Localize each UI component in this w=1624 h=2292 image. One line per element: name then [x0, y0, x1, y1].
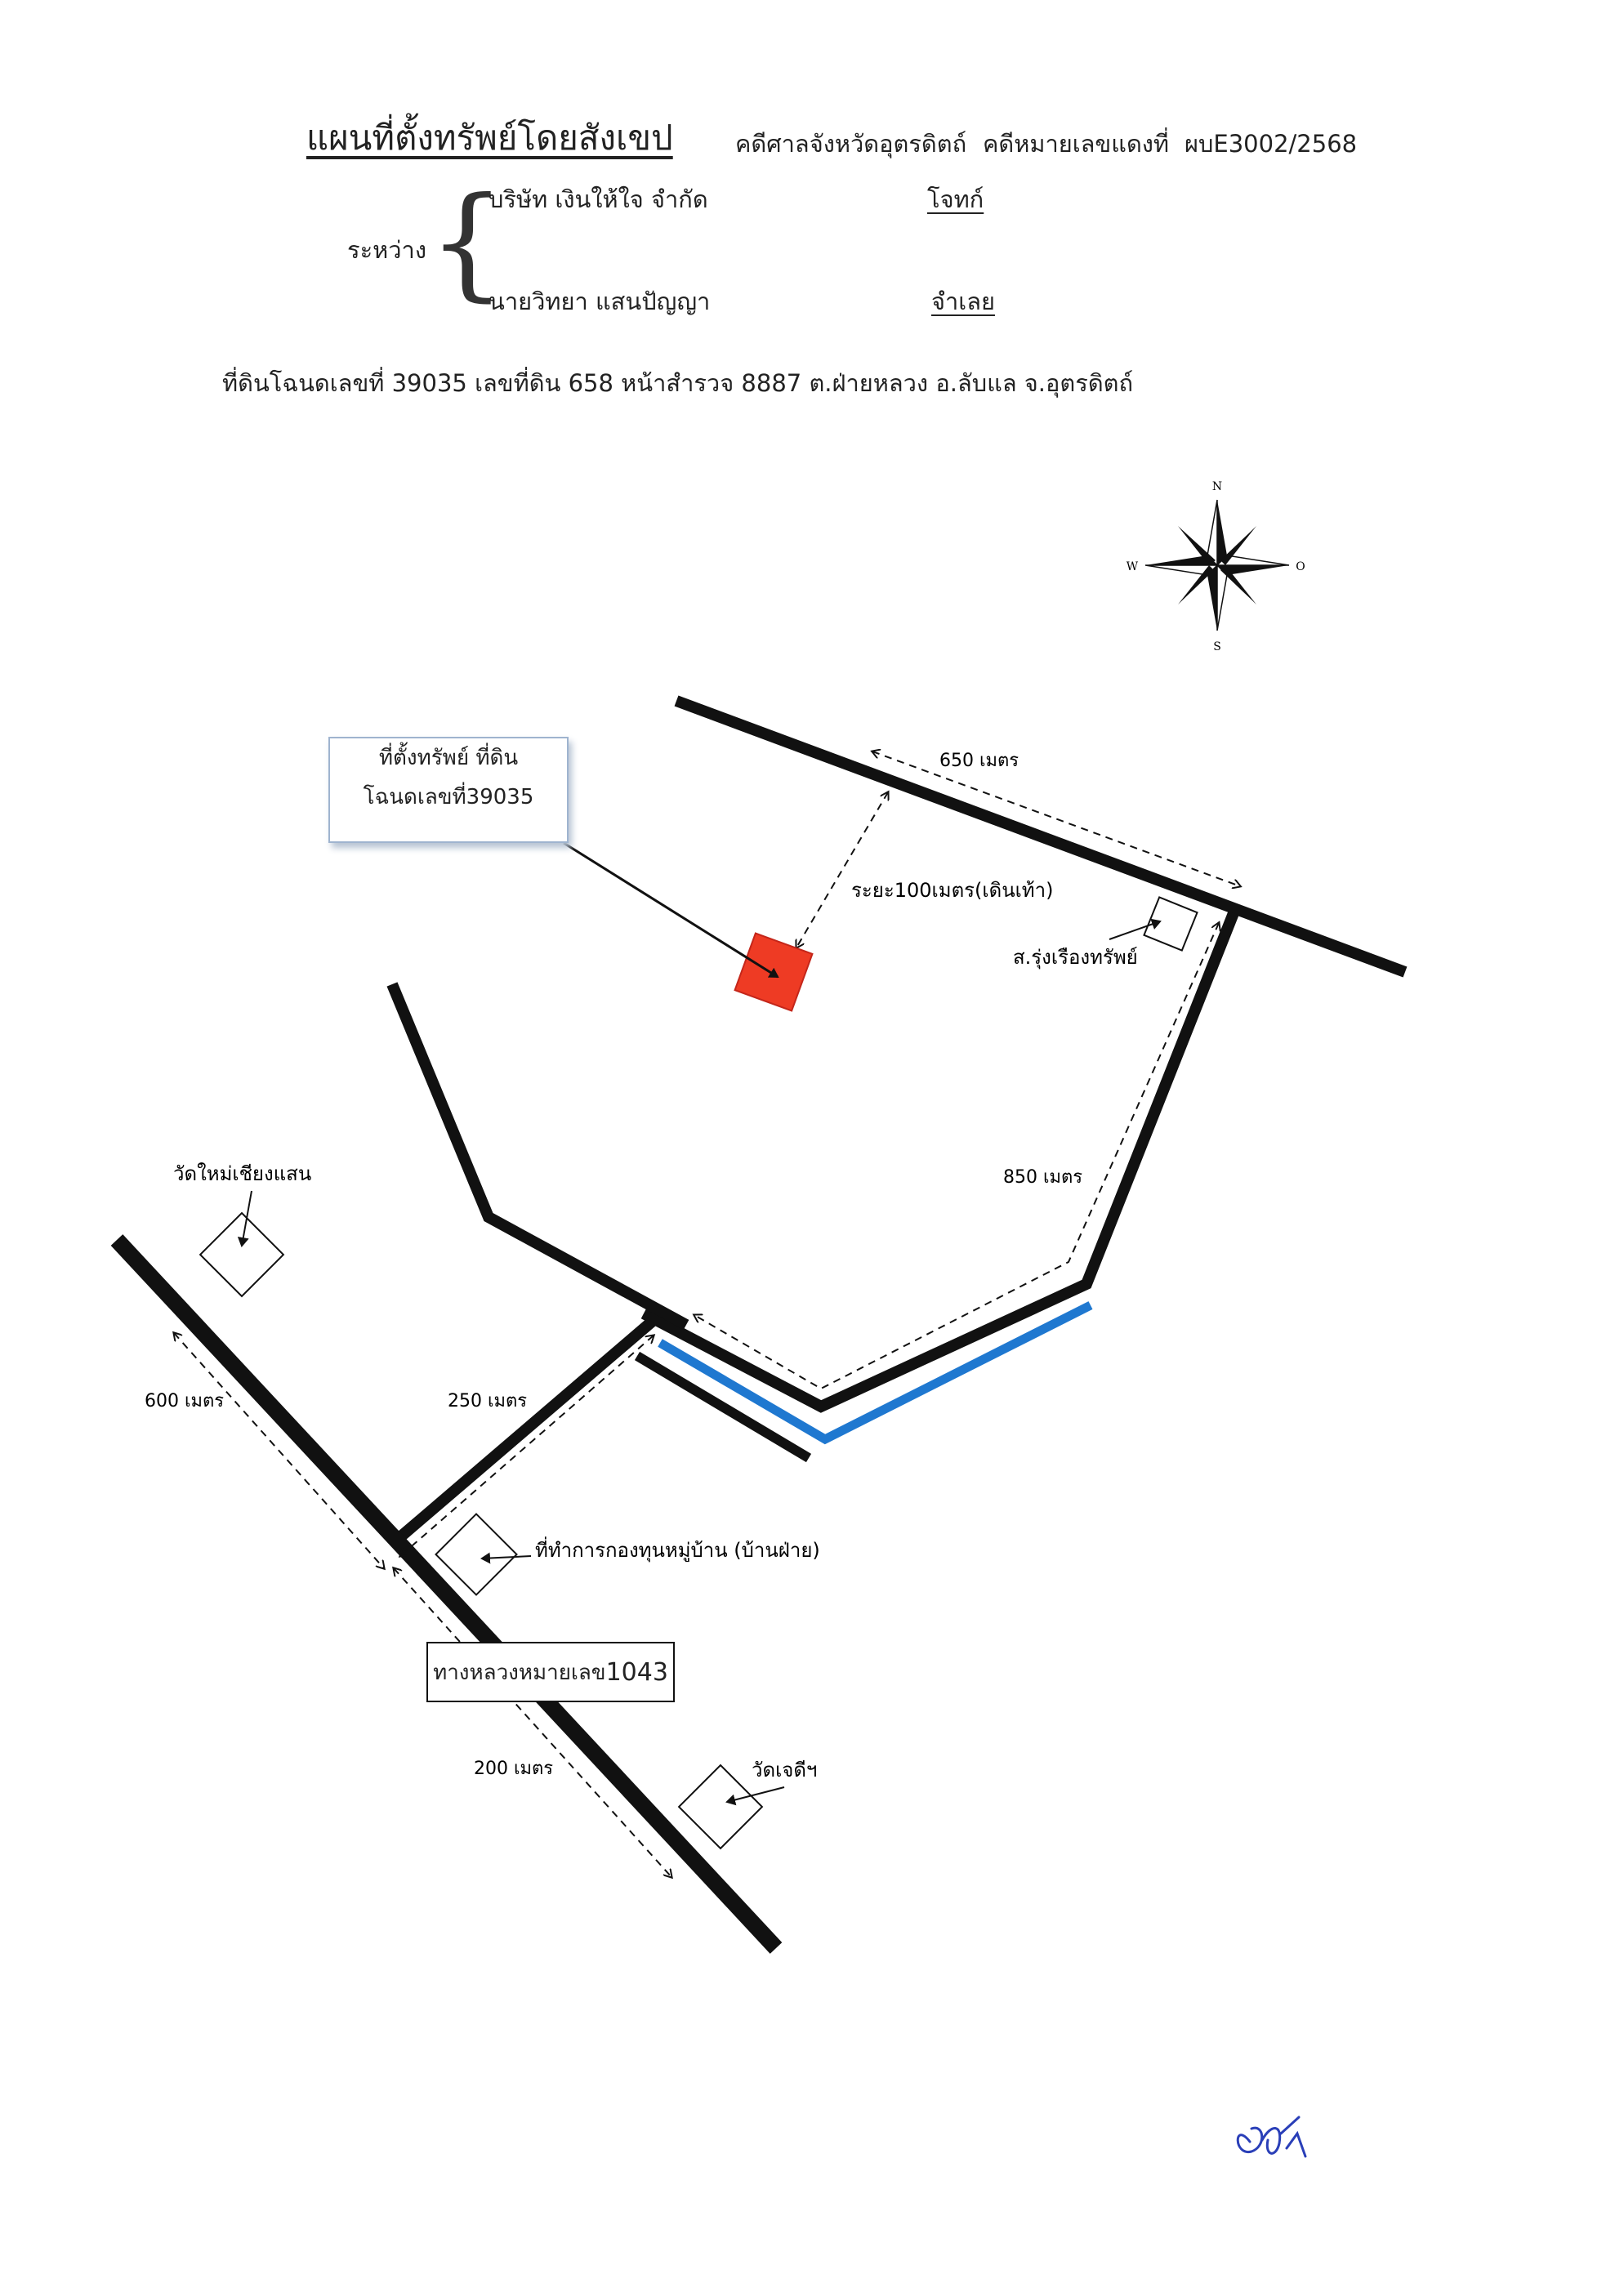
compass-rose-icon	[1144, 499, 1290, 631]
property-pointer	[563, 841, 779, 979]
label-200m: 200 เมตร	[474, 1759, 553, 1779]
highway-sign-prefix: ทางหลวงหมายเลข	[433, 1660, 606, 1685]
highway-sign-number: 1043	[605, 1657, 668, 1687]
river	[658, 1301, 1093, 1445]
map-title: แผนที่ตั้งทรัพย์โดยสังเขป	[306, 118, 673, 158]
land-deed-info: ที่ดินโฉนดเลขที่ 39035 เลขที่ดิน 658 หน้…	[222, 369, 1134, 397]
arrow-250m	[400, 1336, 654, 1556]
temple-south-icon	[677, 1764, 764, 1850]
arrow-100m	[796, 792, 888, 948]
case-label: คดีหมายเลขแดงที่	[983, 130, 1170, 158]
defendant-name: นายวิทยา แสนปัญญา	[489, 288, 711, 315]
compass-west: W	[1127, 560, 1139, 573]
road-north	[674, 695, 1408, 978]
road-east	[640, 911, 1239, 1413]
compass-south: S	[1213, 640, 1221, 653]
label-600m: 600 เมตร	[145, 1391, 224, 1411]
plaintiff-name: บริษัท เงินให้ใจ จำกัด	[489, 185, 708, 213]
village-office-pointer	[480, 1552, 532, 1564]
arrow-200m	[394, 1568, 671, 1877]
label-100m-walk: ระยะ100เมตร(เดินเท้า)	[851, 879, 1053, 902]
property-callout-line1: ที่ตั้งทรัพย์ ที่ดิน	[378, 746, 519, 770]
shop-pointer	[1109, 918, 1162, 940]
plaintiff-role: โจทก์	[927, 185, 984, 213]
property-callout-line2: โฉนดเลขที่39035	[363, 785, 534, 809]
road-west-branch	[386, 982, 689, 1331]
label-temple-north: วัดใหม่เชียงแสน	[173, 1162, 311, 1185]
temple-south-pointer	[725, 1786, 785, 1806]
label-shop: ส.รุ่งเรืองทรัพย์	[1013, 946, 1138, 970]
highway-1043	[110, 1234, 783, 1954]
road-connector	[398, 1317, 656, 1541]
signature-scribble	[1236, 2116, 1307, 2158]
road-river-side	[634, 1351, 812, 1463]
compass-north: N	[1212, 480, 1222, 493]
arrow-850m	[694, 923, 1219, 1390]
property-callout: ที่ตั้งทรัพย์ ที่ดิน โฉนดเลขที่39035	[328, 737, 569, 843]
arrow-600m	[174, 1333, 384, 1568]
label-650m: 650 เมตร	[939, 751, 1019, 771]
property-marker	[734, 932, 814, 1012]
compass-east: O	[1296, 560, 1305, 573]
label-850m: 850 เมตร	[1003, 1167, 1082, 1188]
arrow-650m	[872, 751, 1240, 886]
case-number: ผบE3002/2568	[1185, 130, 1358, 158]
label-village-office: ที่ทำการกองทุนหมู่บ้าน (บ้านฝ่าย)	[535, 1536, 820, 1563]
shop-landmark-icon	[1143, 896, 1198, 952]
defendant-role: จำเลย	[931, 288, 995, 315]
party-brace: {	[428, 172, 506, 314]
village-office-icon	[435, 1513, 518, 1596]
temple-north-icon	[199, 1211, 285, 1298]
label-temple-south: วัดเจดีฯ	[752, 1759, 817, 1781]
between-label: ระหว่าง	[347, 236, 426, 264]
court-name: คดีศาลจังหวัดอุตรดิตถ์	[735, 130, 967, 158]
label-250m: 250 เมตร	[448, 1391, 527, 1411]
temple-north-pointer	[237, 1190, 252, 1247]
